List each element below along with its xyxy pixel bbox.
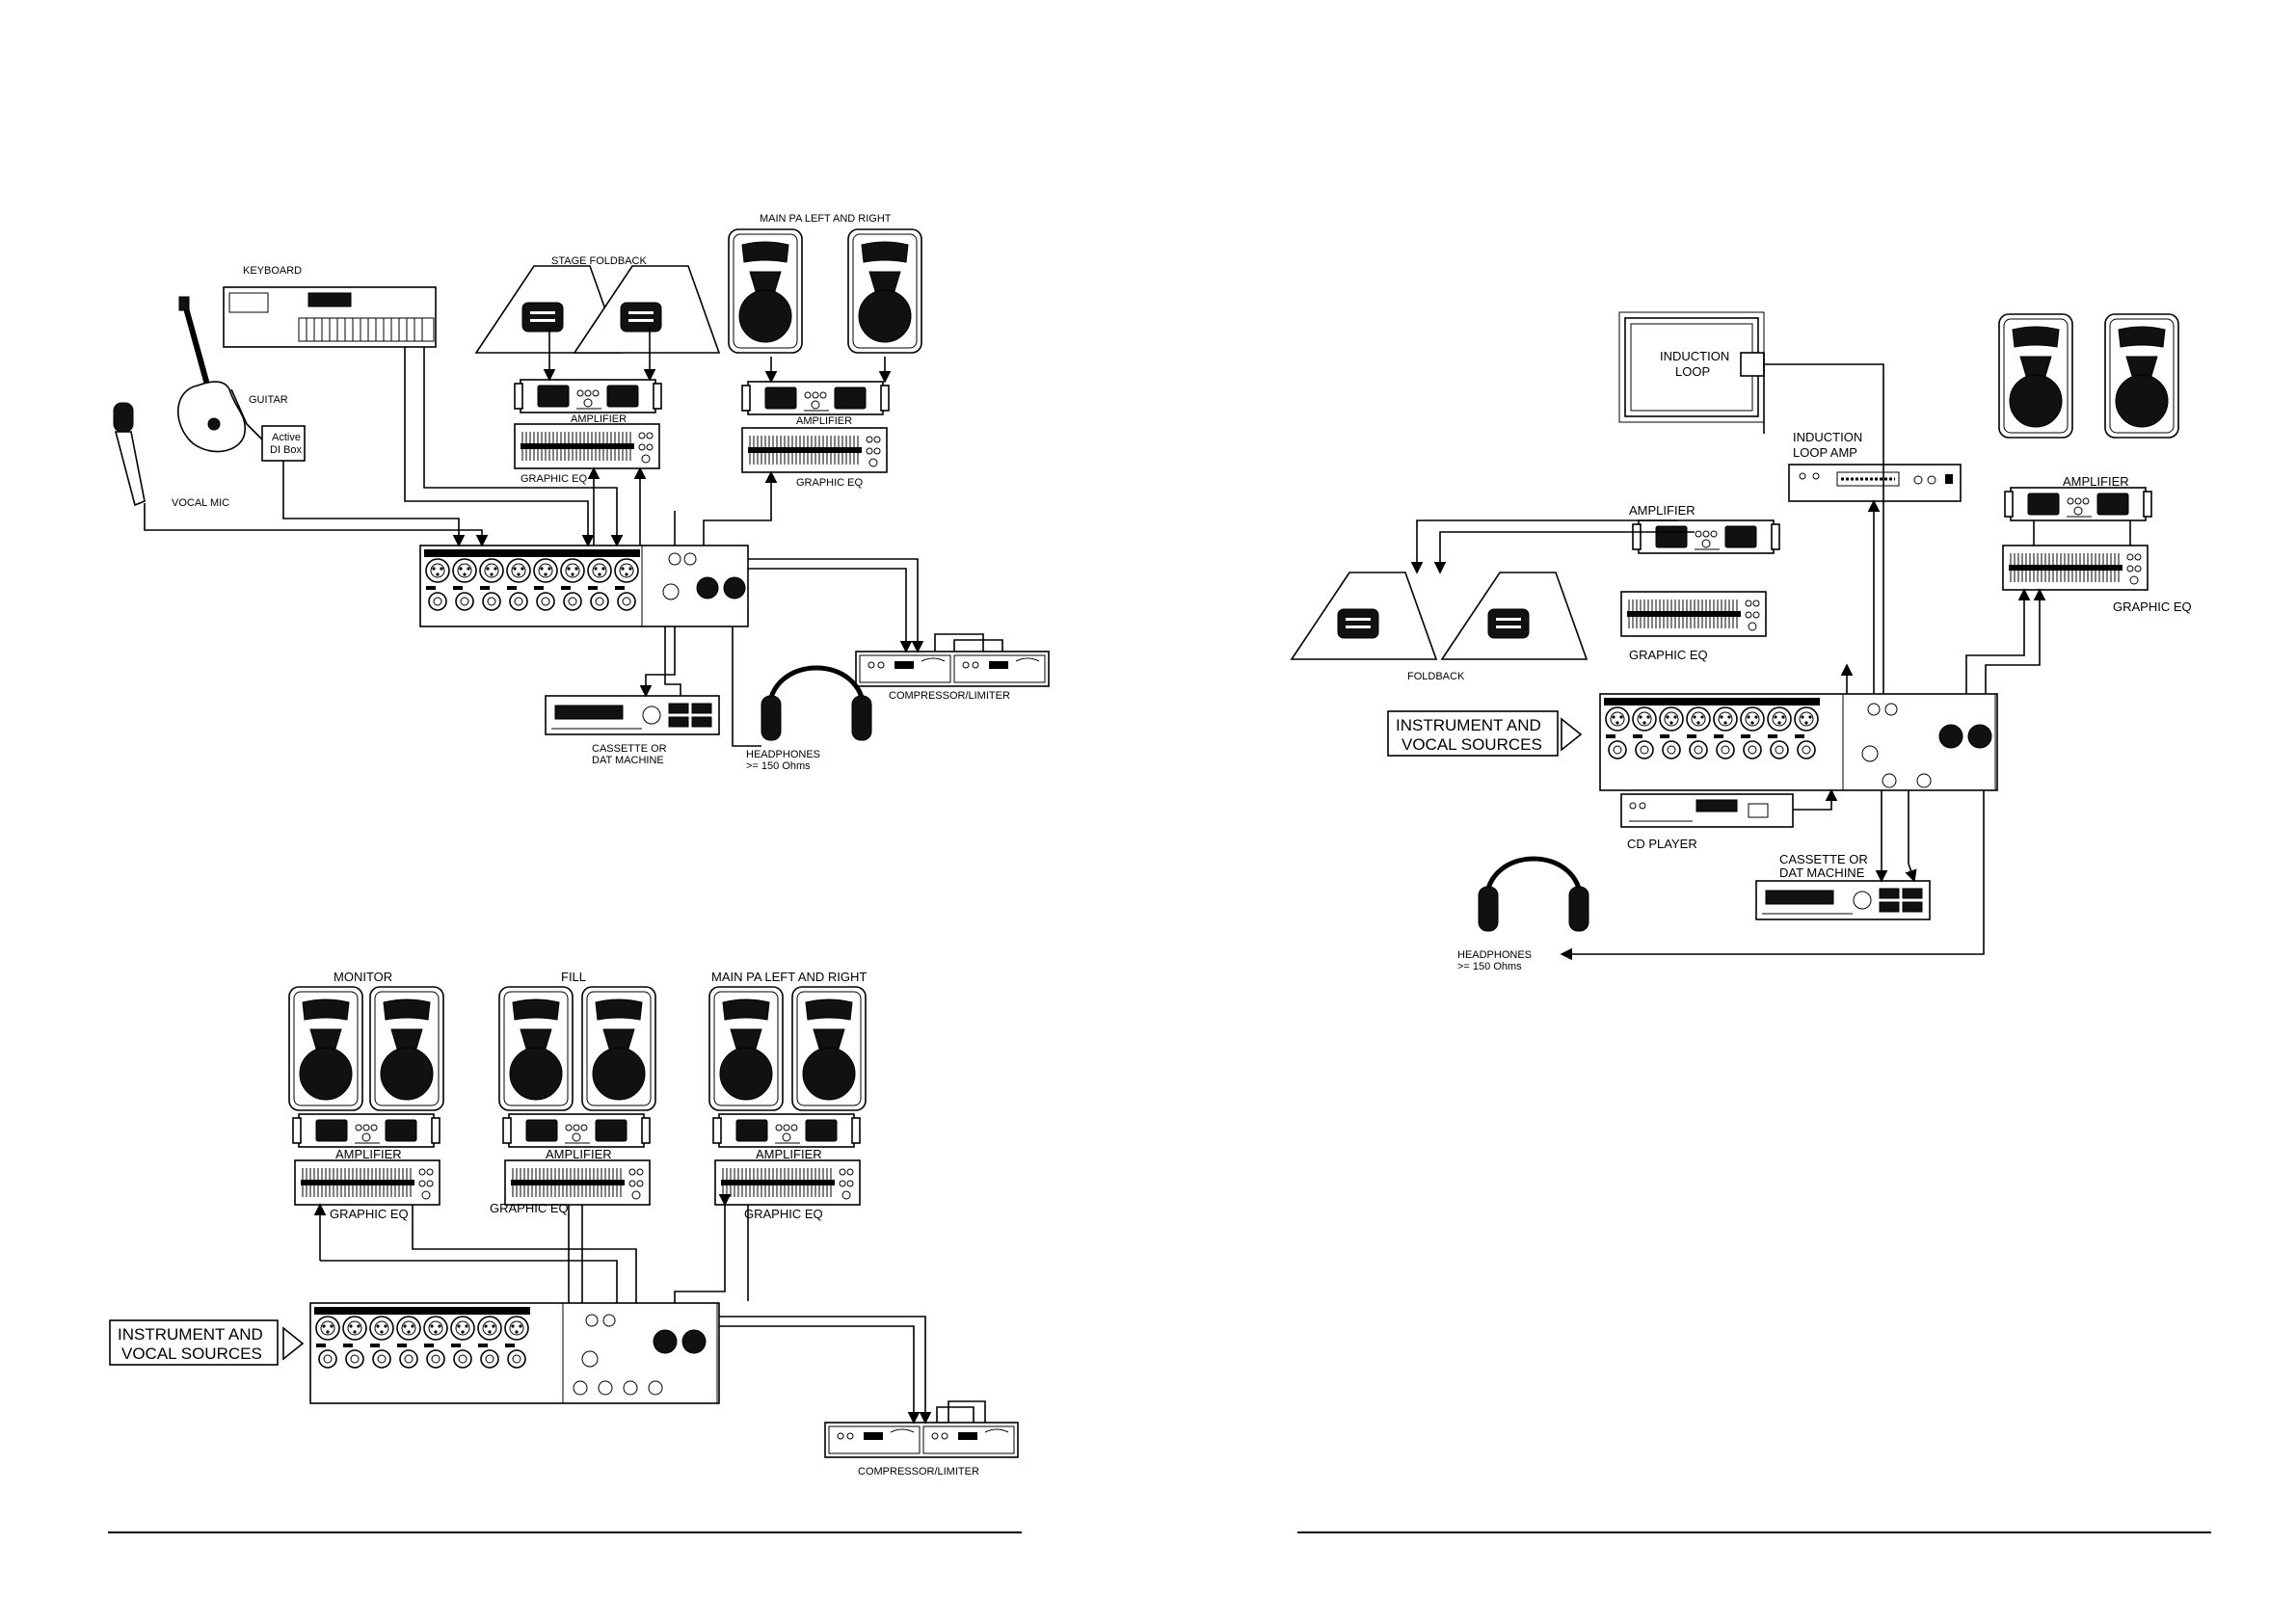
keyboard-label: KEYBOARD xyxy=(243,265,302,277)
cd-player xyxy=(1620,793,1794,828)
main-b-graphic-eq xyxy=(714,1159,861,1206)
monitor-amplifier xyxy=(292,1113,441,1148)
headphones-c-line1: HEADPHONES xyxy=(1457,949,1532,961)
foldback-c-amplifier-label: AMPLIFIER xyxy=(1629,503,1695,518)
sources-c-line1: INSTRUMENT AND xyxy=(1396,716,1541,734)
main-pa-speaker-right xyxy=(847,228,922,354)
main-pa-label: MAIN PA LEFT AND RIGHT xyxy=(760,213,892,225)
monitor-label: MONITOR xyxy=(334,970,392,984)
foldback-amplifier xyxy=(514,379,662,413)
foldback-c-label: FOLDBACK xyxy=(1407,671,1465,682)
foldback-c-graphic-eq xyxy=(1620,591,1767,637)
fill-amplifier xyxy=(502,1113,651,1148)
sources-b-arrow-icon xyxy=(282,1326,305,1361)
induction-loop-line1: INDUCTION xyxy=(1660,349,1729,363)
guitar-icon xyxy=(177,296,246,453)
main-c-amplifier xyxy=(2004,487,2152,521)
foldback-amplifier-label: AMPLIFIER xyxy=(571,413,627,425)
monitor-speaker-left xyxy=(288,986,363,1111)
monitor-graphic-eq-label: GRAPHIC EQ xyxy=(330,1207,409,1221)
main-c-graphic-eq xyxy=(2002,545,2149,591)
fill-amplifier-label: AMPLIFIER xyxy=(546,1147,612,1161)
di-box-label-line2: DI Box xyxy=(270,444,303,456)
figure-a-wiring xyxy=(144,328,1003,747)
sources-c-box xyxy=(1387,710,1559,757)
mixer-a xyxy=(419,545,749,627)
induction-loop-amp-line1: INDUCTION xyxy=(1793,430,1862,444)
main-pa-c-speaker-left xyxy=(1998,313,2073,439)
induction-loop-amp-line2: LOOP AMP xyxy=(1793,445,1857,460)
main-graphic-eq xyxy=(741,427,888,473)
foldback-graphic-eq xyxy=(514,423,660,469)
induction-loop-line2: LOOP xyxy=(1675,364,1710,379)
headphones-a-label-line1: HEADPHONES xyxy=(746,749,820,760)
fill-label: FILL xyxy=(561,970,586,984)
compressor-limiter-a xyxy=(855,651,1050,687)
main-amplifier-label: AMPLIFIER xyxy=(796,415,852,427)
cassette-dat-machine-c xyxy=(1755,880,1931,920)
figure-a-live-band-setup: KEYBOARD GUITAR Active DI Box VOCAL MIC … xyxy=(113,213,1050,772)
main-b-amplifier-label: AMPLIFIER xyxy=(756,1147,822,1161)
main-amplifier xyxy=(741,381,890,415)
sources-b-box xyxy=(109,1319,279,1366)
headphones-a-icon xyxy=(761,668,871,740)
sources-c-arrow-icon xyxy=(1561,717,1583,752)
main-b-graphic-eq-label: GRAPHIC EQ xyxy=(744,1207,823,1221)
main-c-graphic-eq-label: GRAPHIC EQ xyxy=(2113,599,2192,614)
fill-speaker-right xyxy=(581,986,656,1111)
headphones-c-icon xyxy=(1479,859,1589,931)
di-box-label-line1: Active xyxy=(272,432,301,443)
monitor-speaker-right xyxy=(369,986,444,1111)
monitor-amplifier-label: AMPLIFIER xyxy=(335,1147,402,1161)
main-pa-b-speaker-left xyxy=(708,986,784,1111)
cassette-dat-machine-a xyxy=(545,695,720,735)
stage-foldback-label: STAGE FOLDBACK xyxy=(551,255,647,267)
induction-loop-box xyxy=(1624,317,1759,417)
main-graphic-eq-label: GRAPHIC EQ xyxy=(796,477,864,489)
sources-c-line2: VOCAL SOURCES xyxy=(1402,735,1542,754)
figure-c-installation-setup: INDUCTION LOOP INDUCTION LOOP AMP AMPLIF… xyxy=(1291,311,2192,972)
figure-b-wiring xyxy=(313,1193,986,1424)
vocal-mic-label: VOCAL MIC xyxy=(172,497,229,509)
main-pa-c-speaker-right xyxy=(2104,313,2179,439)
main-b-amplifier xyxy=(712,1113,861,1148)
main-pa-speaker-left xyxy=(728,228,803,354)
compressor-limiter-a-label: COMPRESSOR/LIMITER xyxy=(889,690,1010,702)
figure-c-wiring xyxy=(1410,353,2131,961)
cassette-a-label-line1: CASSETTE OR xyxy=(592,743,667,755)
foldback-graphic-eq-label: GRAPHIC EQ xyxy=(521,473,588,485)
headphones-a-label-line2: >= 150 Ohms xyxy=(746,760,811,772)
induction-loop-amp xyxy=(1788,464,1962,502)
headphones-c-line2: >= 150 Ohms xyxy=(1457,961,1522,972)
sources-b-line2: VOCAL SOURCES xyxy=(121,1344,262,1363)
fill-graphic-eq xyxy=(504,1159,651,1206)
vocal-mic-icon xyxy=(113,402,146,507)
mixer-b xyxy=(309,1302,720,1404)
cassette-c-line1: CASSETTE OR xyxy=(1779,852,1868,866)
main-pa-b-label: MAIN PA LEFT AND RIGHT xyxy=(711,970,867,984)
cassette-c-line2: DAT MACHINE xyxy=(1779,865,1865,880)
foldback-c-graphic-eq-label: GRAPHIC EQ xyxy=(1629,648,1708,662)
fill-graphic-eq-label: GRAPHIC EQ xyxy=(490,1201,569,1215)
cd-player-label: CD PLAYER xyxy=(1627,837,1697,851)
compressor-limiter-b-label: COMPRESSOR/LIMITER xyxy=(858,1466,979,1478)
main-c-amplifier-label: AMPLIFIER xyxy=(2063,474,2129,489)
foldback-c-amplifier xyxy=(1632,519,1780,554)
compressor-limiter-b xyxy=(824,1422,1019,1458)
main-pa-b-speaker-right xyxy=(791,986,867,1111)
guitar-label: GUITAR xyxy=(249,394,288,406)
induction-loop-terminal xyxy=(1740,352,1765,377)
fill-speaker-left xyxy=(498,986,574,1111)
mixer-c xyxy=(1599,693,1998,791)
cassette-a-label-line2: DAT MACHINE xyxy=(592,755,664,766)
figure-b-multi-zone-setup: MONITOR FILL MAIN PA LEFT AND RIGHT AMPL… xyxy=(109,970,1019,1478)
sources-b-line1: INSTRUMENT AND xyxy=(118,1325,263,1344)
foldback-c-wedge-right xyxy=(1441,572,1588,660)
foldback-c-wedge-left xyxy=(1291,572,1437,660)
keyboard-icon xyxy=(223,286,437,348)
monitor-graphic-eq xyxy=(294,1159,441,1206)
